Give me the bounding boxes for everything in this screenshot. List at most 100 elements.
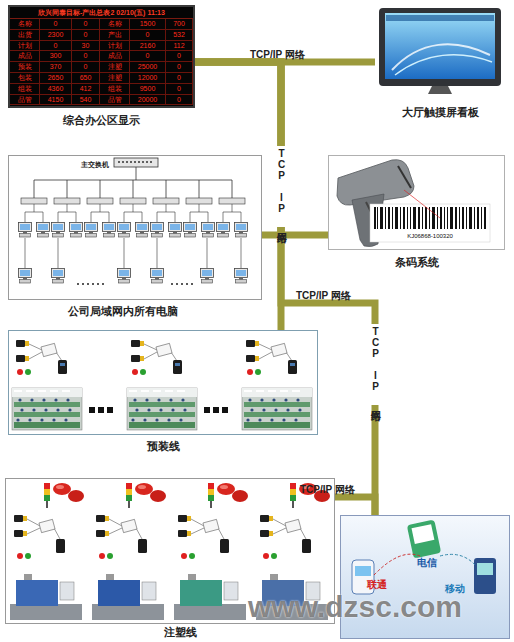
lan-network-drawing-part-part bbox=[181, 283, 183, 285]
table-cell: 370 bbox=[40, 62, 72, 73]
carrier-logo-text: 联通 bbox=[367, 578, 387, 592]
table-cell: 组装 bbox=[10, 84, 40, 95]
lan-network-drawing-part bbox=[118, 223, 131, 238]
lan-network-drawing-part bbox=[114, 158, 158, 167]
injection-drawing-part bbox=[92, 483, 166, 620]
lan-network-drawing-part bbox=[136, 223, 149, 238]
lan-network-drawing-part bbox=[25, 238, 241, 268]
network-label: TCP/IP 网络 bbox=[250, 48, 305, 62]
lan-network-drawing-part bbox=[19, 223, 32, 238]
injection-drawing-part bbox=[98, 580, 140, 606]
table-cell: 4150 bbox=[40, 95, 72, 106]
preassembly-drawing-part-part bbox=[204, 407, 210, 413]
barcode-scanner-part bbox=[398, 166, 411, 188]
table-cell: 412 bbox=[72, 84, 100, 95]
table-cell: 30 bbox=[72, 41, 100, 52]
table-cell: 2300 bbox=[40, 30, 72, 41]
preassembly-drawing-part bbox=[12, 340, 82, 430]
caption: 条码系统 bbox=[249, 255, 514, 270]
lan-network-drawing-part bbox=[25, 204, 241, 222]
caption: 综合办公区显示 bbox=[0, 113, 273, 128]
table-cell: 组装 bbox=[100, 84, 130, 95]
table-cell: 计划 bbox=[100, 41, 130, 52]
network-label: TCP IP 网络 bbox=[274, 146, 288, 227]
table-cell: 532 bbox=[166, 30, 193, 41]
table-cell: 注塑 bbox=[100, 73, 130, 84]
network-line bbox=[195, 62, 375, 515]
network-line bbox=[195, 62, 281, 235]
network-line bbox=[335, 497, 375, 515]
preassembly-panel: 预装线 bbox=[8, 330, 318, 435]
preassembly-drawing-part-part bbox=[222, 407, 228, 413]
lan-network-drawing-part bbox=[202, 223, 215, 238]
lan-network-drawing-part-part bbox=[153, 198, 179, 204]
table-cell: 0 bbox=[166, 51, 193, 62]
table-cell: 名称 bbox=[100, 19, 130, 30]
table-cell: 0 bbox=[130, 51, 166, 62]
table-cell: 产出 bbox=[100, 30, 130, 41]
lan-network-drawing-part bbox=[184, 223, 197, 238]
touch-monitor bbox=[379, 8, 501, 94]
table-cell: 注塑 bbox=[100, 62, 130, 73]
watermark: www.dzsc.com bbox=[248, 590, 508, 624]
table-cell: 4360 bbox=[40, 84, 72, 95]
sms-drawing-part bbox=[355, 566, 371, 576]
led-board: 综合办公区显示欣兴同泰目标-产出总表2 02/10(五) 11:13名称00名称… bbox=[8, 5, 195, 108]
touch-monitor-part bbox=[428, 86, 452, 94]
lan-network-drawing-part bbox=[85, 223, 98, 238]
table-cell: 700 bbox=[166, 19, 193, 30]
carrier-logo-text: 电信 bbox=[417, 556, 437, 570]
table-cell: 540 bbox=[72, 95, 100, 106]
switch-label: 主交换机 bbox=[81, 160, 109, 170]
lan-network-drawing-part-part bbox=[87, 283, 89, 285]
table-cell: 12000 bbox=[130, 73, 166, 84]
table-cell: 20000 bbox=[130, 95, 166, 106]
caption: 公司局域网内所有电脑 bbox=[0, 304, 329, 319]
injection-drawing-part bbox=[16, 580, 58, 606]
table-cell: 成品 bbox=[100, 51, 130, 62]
table-cell: 2650 bbox=[40, 73, 72, 84]
table-cell: 2160 bbox=[130, 41, 166, 52]
lan-network-drawing-part-part bbox=[186, 283, 188, 285]
table-cell: 0 bbox=[166, 62, 193, 73]
table-cell: 0 bbox=[40, 19, 72, 30]
caption: 大厅触摸屏看板 bbox=[295, 105, 514, 120]
preassembly-drawing bbox=[12, 340, 312, 430]
table-cell: 0 bbox=[72, 19, 100, 30]
preassembly-drawing-part-part bbox=[89, 407, 95, 413]
lan-network-drawing-part bbox=[52, 269, 65, 284]
preassembly-drawing-part-part bbox=[213, 407, 219, 413]
network-label: TCP IP 网络 bbox=[368, 324, 382, 405]
lan-network-drawing-part bbox=[77, 283, 193, 285]
network-label: TCP/IP 网络 bbox=[296, 289, 351, 303]
table-cell: 9500 bbox=[130, 84, 166, 95]
sms-drawing-part bbox=[407, 519, 441, 558]
sms-drawing-part bbox=[474, 558, 496, 594]
lan-network-drawing-part bbox=[70, 223, 83, 238]
barcode-number: KJ06868-100320 bbox=[370, 233, 490, 239]
lan-network-drawing bbox=[19, 158, 248, 285]
table-cell: 0 bbox=[72, 62, 100, 73]
lan-network-drawing-part bbox=[151, 223, 164, 238]
lan-network-drawing-part-part bbox=[219, 198, 245, 204]
table-cell: 25000 bbox=[130, 62, 166, 73]
lan-network-drawing-part-part bbox=[171, 283, 173, 285]
preassembly-drawing-part bbox=[127, 340, 197, 430]
lan-network-drawing-part bbox=[235, 223, 248, 238]
table-cell: 预装 bbox=[10, 62, 40, 73]
touch-monitor-part bbox=[386, 15, 494, 21]
preassembly-drawing-part bbox=[242, 340, 312, 430]
table-cell: 300 bbox=[40, 51, 72, 62]
lan-network-drawing-part bbox=[235, 269, 248, 284]
lan-network-drawing-part-part bbox=[186, 198, 212, 204]
table-cell: 0 bbox=[166, 73, 193, 84]
lan-network-drawing-part-part bbox=[54, 198, 80, 204]
caption: 注塑线 bbox=[0, 625, 424, 640]
table-cell: 品管 bbox=[10, 95, 40, 106]
board-title: 欣兴同泰目标-产出总表2 02/10(五) 11:13 bbox=[10, 7, 193, 19]
lan-network-drawing-part bbox=[201, 269, 214, 284]
table-cell: 650 bbox=[72, 73, 100, 84]
preassembly-drawing-part bbox=[89, 407, 228, 413]
lan-network-drawing-part-part bbox=[21, 198, 47, 204]
sms-drawing-part bbox=[374, 554, 420, 575]
